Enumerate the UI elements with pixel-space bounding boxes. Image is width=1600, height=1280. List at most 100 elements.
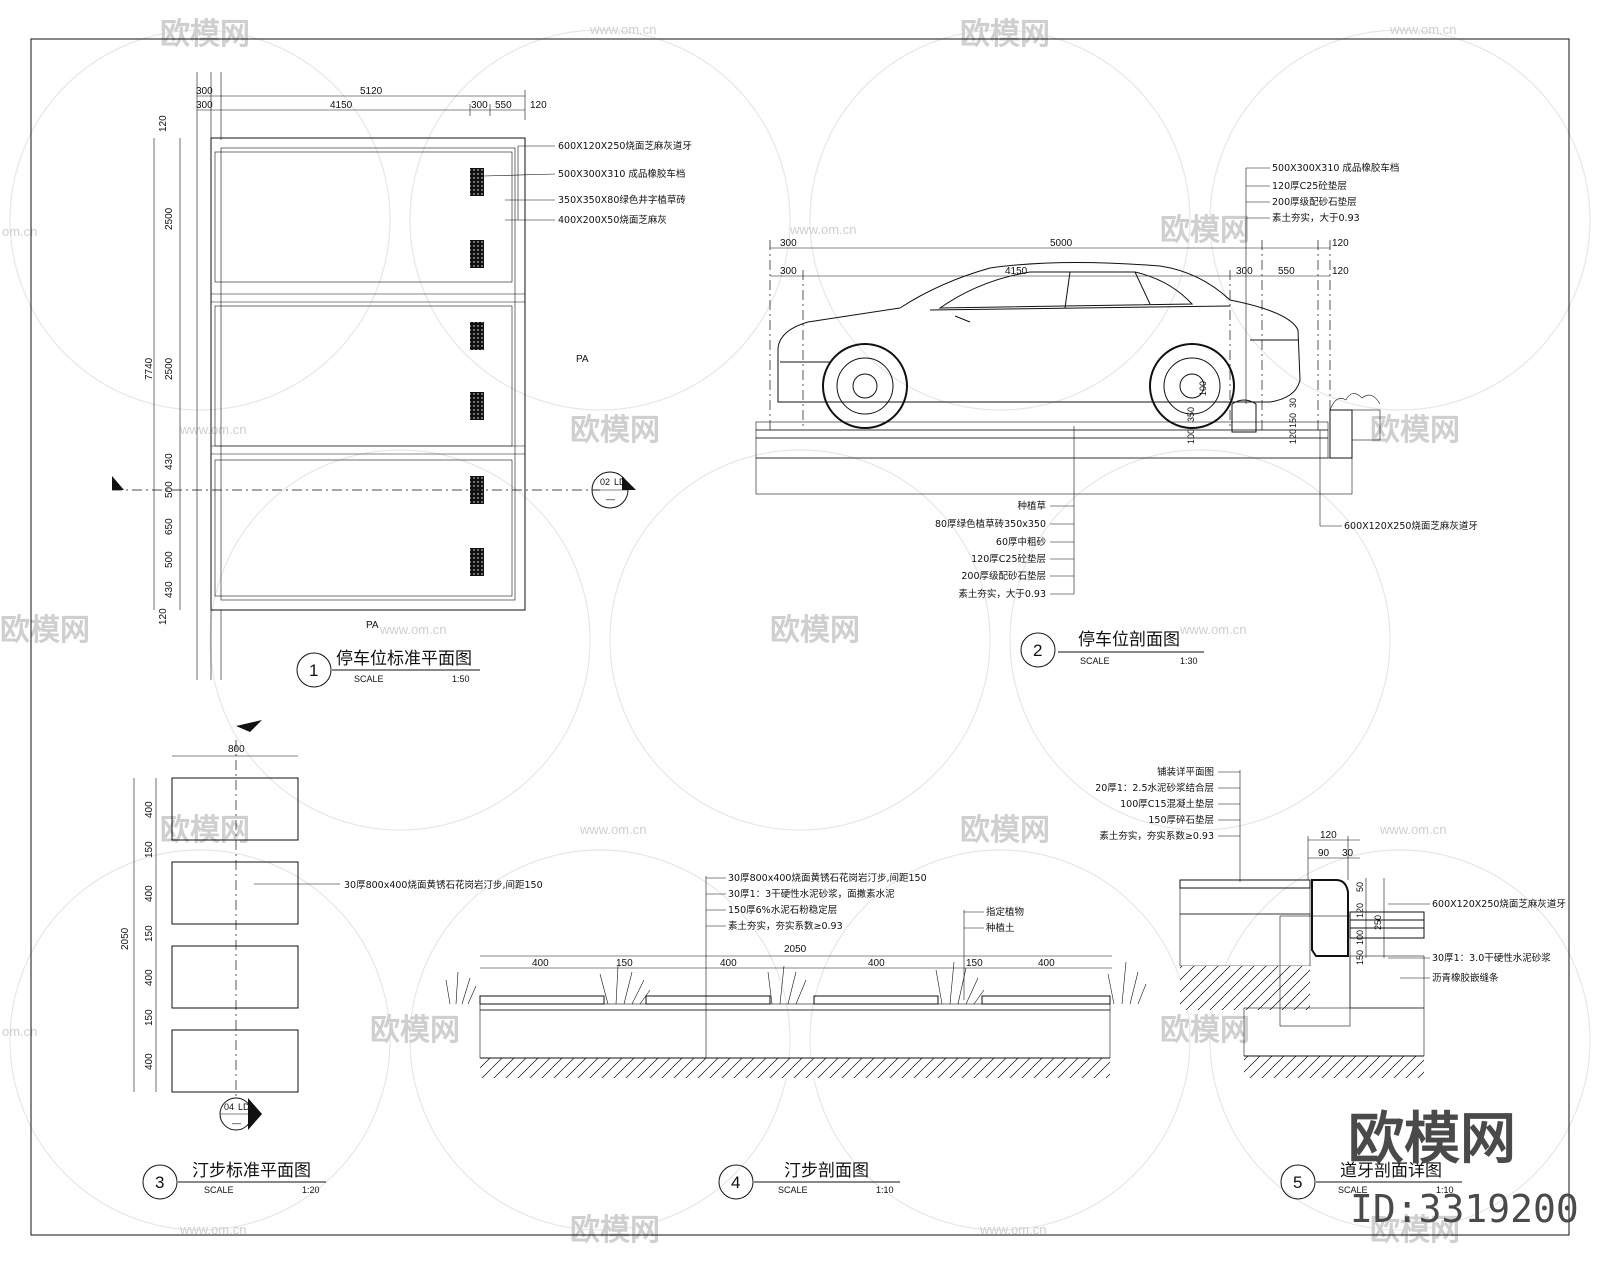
watermark-text: 欧模网	[1370, 413, 1460, 448]
drawing-title: 汀步标准平面图	[192, 1161, 311, 1181]
watermark-url: www.om.cn	[1379, 822, 1446, 837]
dim-text: 2050	[784, 944, 807, 955]
drawing-number-circle	[1280, 1164, 1316, 1200]
shrub-outline	[1329, 393, 1381, 411]
dim-text: 100	[1198, 381, 1208, 396]
wheel-stop-section	[1231, 399, 1257, 433]
watermark-text: 欧模网	[770, 613, 860, 648]
watermark-url: www.om.cn	[179, 1222, 246, 1237]
wheel-stop	[470, 168, 484, 196]
watermark-url: www.om.cn	[179, 422, 246, 437]
dim-text: 400	[144, 885, 155, 902]
drawing-1-parking-plan: 300 5120 300 4150 300 550 120 120 2500 7…	[112, 72, 692, 688]
watermark-text: 欧模网	[960, 17, 1050, 52]
dim-text: 120	[1332, 238, 1349, 249]
dim-text: 150	[1288, 413, 1298, 428]
sheet-border	[30, 38, 1570, 1236]
parking-outline	[210, 137, 526, 611]
dim-text: 300	[1236, 266, 1253, 277]
dim-text: 50	[1355, 882, 1365, 892]
material-label: 600X120X250烧面芝麻灰道牙	[558, 140, 692, 152]
dim-text: 120	[1288, 429, 1298, 444]
layer-gravel	[1243, 1007, 1425, 1057]
dim-text: 300	[196, 100, 213, 111]
material-label: 150厚6%水泥石粉稳定层	[728, 904, 837, 916]
material-label: 20厚1：2.5水泥砂浆结合层	[1095, 782, 1214, 794]
layer-earth	[480, 1058, 1110, 1078]
dim-text: 300	[196, 86, 213, 97]
drawing-4-stepping-section: 2050 400 150 400 400 150 400 30厚800x400烧…	[445, 872, 1147, 1200]
dim-text: 800	[228, 744, 245, 755]
dim-text: 120	[1332, 266, 1349, 277]
pa-label: PA	[366, 620, 379, 631]
wheel-stop	[470, 240, 484, 268]
drawing-number: 5	[1293, 1173, 1302, 1192]
section-marker-bottom: —	[232, 1118, 241, 1128]
scale-value: 1:50	[452, 674, 470, 684]
watermark-url: www.om.cn	[979, 1222, 1046, 1237]
dim-text: 2050	[120, 927, 131, 950]
watermark-text: 欧模网	[1370, 1213, 1460, 1248]
dim-text: 30	[1342, 848, 1354, 859]
dim-text: 4150	[1005, 266, 1028, 277]
watermark-text: 欧模网	[570, 1213, 660, 1248]
drawing-number: 3	[155, 1173, 164, 1192]
layer-earth	[1244, 1056, 1424, 1078]
left-dim-group: 120 2500 7740 2500 430 500 650 500 430 1…	[144, 115, 175, 625]
material-label: 30厚800x400烧面黄锈石花岗岩汀步,间距150	[728, 872, 927, 884]
drawing-3-stepping-plan: 800 2050 400 150 400 150 400 150 400 30厚…	[120, 720, 543, 1200]
watermark-text: 欧模网	[1160, 1013, 1250, 1048]
dim-text: 120	[530, 100, 547, 111]
watermark-text: 欧模网	[160, 17, 250, 52]
dim-text: 5000	[1050, 238, 1073, 249]
drawing-number: 1	[309, 661, 318, 680]
watermark-url: om.cn	[2, 224, 37, 239]
layer-mortar	[479, 1003, 1111, 1011]
watermark-url: om.cn	[2, 1024, 37, 1039]
section-marker-num: 02	[600, 477, 610, 487]
dim-text: 500	[164, 551, 175, 568]
material-label: 120厚C25砼垫层	[1272, 180, 1347, 192]
car-wheel-rear	[1149, 343, 1235, 429]
dim-text: 400	[868, 958, 885, 969]
curb-stone	[1311, 879, 1349, 957]
material-label: 素土夯实，大于0.93	[958, 588, 1046, 600]
brand-logo-text: 欧模网	[1348, 1107, 1516, 1172]
watermark-text: 欧模网	[370, 1013, 460, 1048]
scale-value: 1:10	[876, 1185, 894, 1195]
watermark-layer: 欧模网 欧模网 欧模网 欧模网 欧模网 欧模网 欧模网 欧模网 欧模网 欧模网 …	[0, 17, 1591, 1248]
drawing-5-curb-detail: 120 90 30 50 120 250 100 150 铺装详平面图 20厚1…	[1095, 766, 1566, 1200]
parking-bay-1	[214, 151, 513, 283]
dim-text: 400	[720, 958, 737, 969]
dim-text: 400	[1038, 958, 1055, 969]
material-label: 500X300X310 成品橡胶车档	[558, 168, 685, 180]
watermark-url: www.om.cn	[589, 22, 656, 37]
car-outline	[777, 261, 1301, 403]
drawing-title: 道牙剖面详图	[1340, 1161, 1442, 1181]
dim-text: 430	[164, 453, 175, 470]
watermark-text: 欧模网	[1160, 213, 1250, 248]
watermark-url: www.om.cn	[579, 822, 646, 837]
drawing-number: 4	[731, 1173, 740, 1192]
dim-text: 300	[780, 238, 797, 249]
material-label: 沥青橡胶嵌缝条	[1432, 972, 1499, 984]
stepping-stone	[171, 861, 299, 925]
dim-text: 150	[1355, 950, 1365, 965]
dim-text: 7740	[144, 357, 155, 380]
asphalt-layer	[1349, 919, 1425, 929]
material-label: 种植草	[1017, 500, 1046, 512]
stepping-stone-section	[645, 995, 771, 1005]
planting-section	[1351, 409, 1381, 441]
material-label: 600X120X250烧面芝麻灰道牙	[1432, 898, 1566, 910]
material-label: 30厚1：3干硬性水泥砂浆，面撒素水泥	[728, 888, 895, 900]
scale-label: SCALE	[778, 1185, 808, 1195]
wheel-stop	[470, 392, 484, 420]
section-arrow	[112, 476, 124, 490]
dim-text: 120	[1355, 903, 1365, 918]
material-label: 铺装详平面图	[1157, 766, 1214, 778]
watermark-url: www.om.cn	[379, 622, 446, 637]
drawing-number: 2	[1033, 641, 1042, 660]
drawing-title: 汀步剖面图	[784, 1161, 869, 1181]
dim-text: 400	[532, 958, 549, 969]
scale-label: SCALE	[1338, 1185, 1368, 1195]
